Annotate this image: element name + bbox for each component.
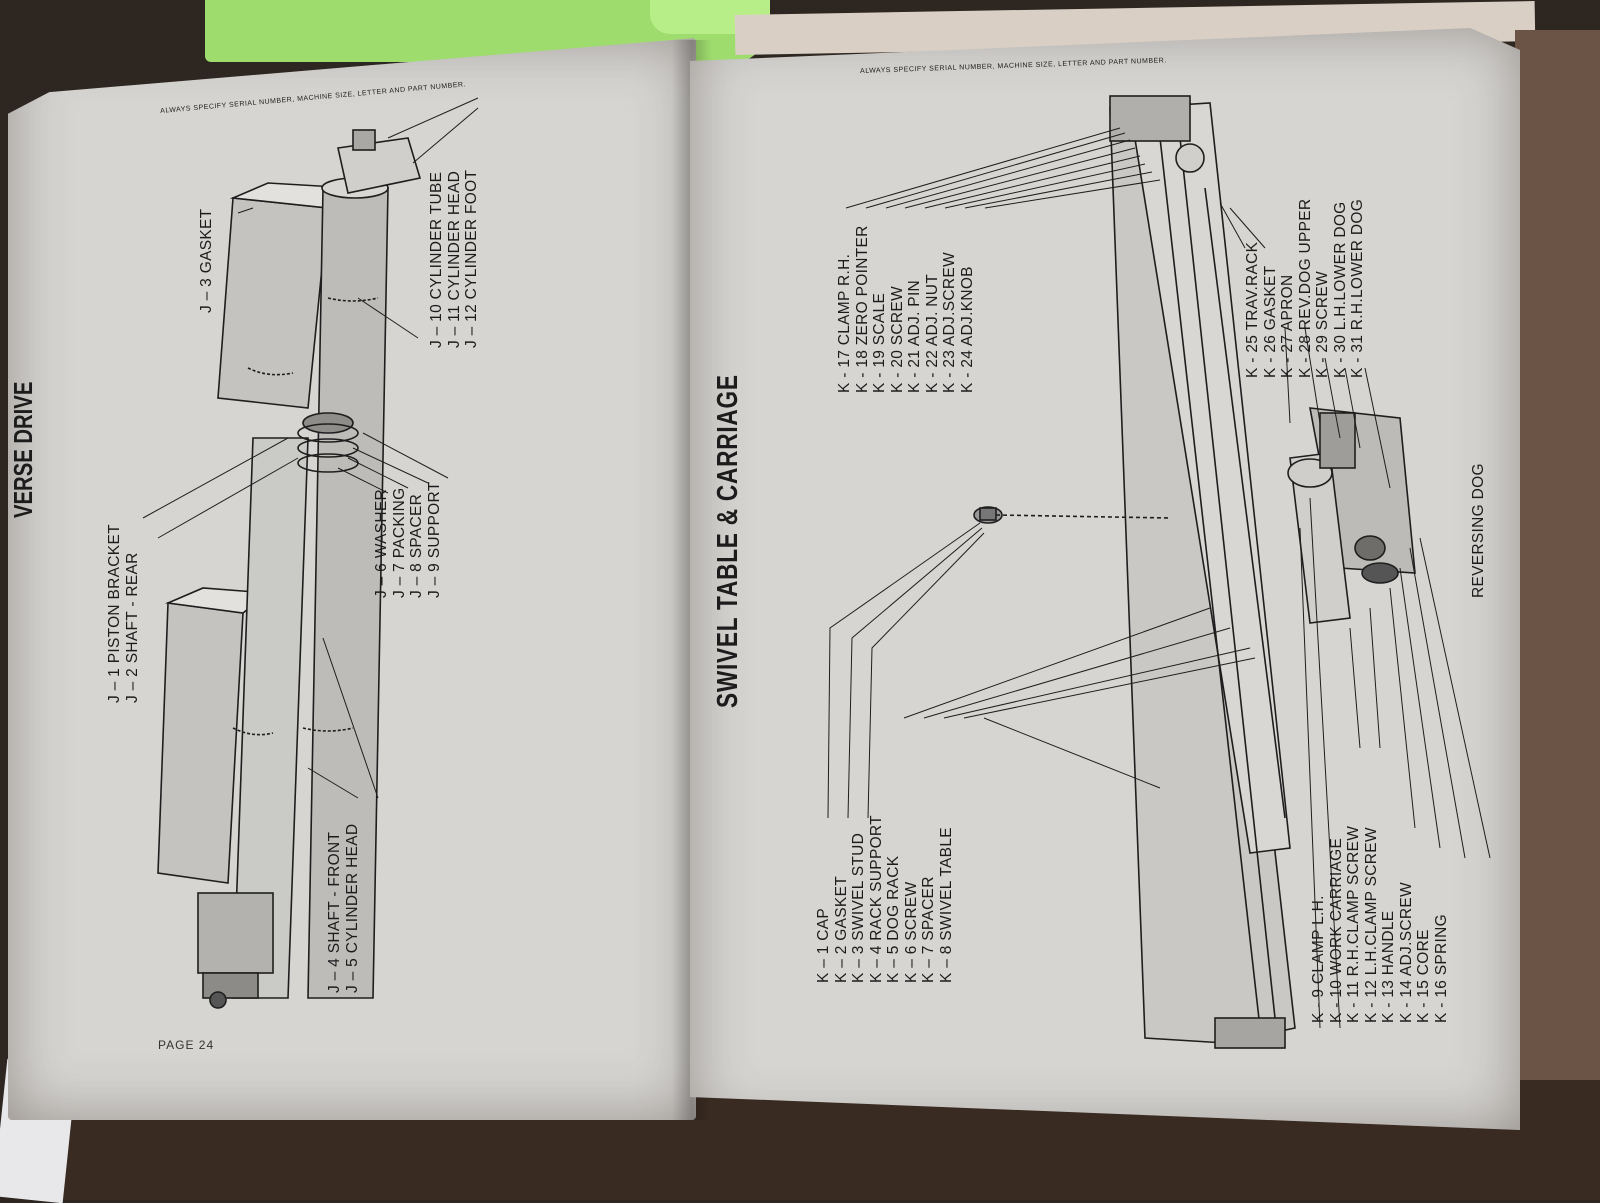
part-k5: K – 5 DOG RACK <box>885 855 902 983</box>
part-k25: K - 25 TRAV.RACK <box>1244 241 1261 378</box>
part-k1: K – 1 CAP <box>815 907 832 983</box>
part-k18: K - 18 ZERO POINTER <box>853 225 871 393</box>
cylinder-head-bottom <box>197 892 274 974</box>
lower-right-parts-list: K - 9 CLAMP L.H. K - 10 WORK CARRIAGE K … <box>1310 826 1450 1023</box>
part-k28: K - 28 REV.DOG UPPER <box>1296 198 1314 378</box>
part-k7: K – 7 SPACER <box>920 876 937 983</box>
lower-left-parts-list: K – 1 CAP K – 2 GASKET K – 3 SWIVEL STUD… <box>815 815 955 983</box>
part-k2: K – 2 GASKET <box>832 876 850 983</box>
part-j6: J – 6 WASHER <box>373 489 390 598</box>
part-j11: J – 11 CYLINDER HEAD <box>445 170 463 348</box>
washer-label-group: J – 6 WASHER J – 7 PACKING J – 8 SPACER … <box>373 482 443 598</box>
part-j2: J – 2 SHAFT - REAR <box>123 552 141 703</box>
part-k30: K - 30 L.H.LOWER DOG <box>1331 201 1349 378</box>
part-k16: K - 16 SPRING <box>1432 914 1450 1023</box>
swivel-table-drawing <box>827 95 1491 1049</box>
page-number-right: PAGE 25 <box>1095 1113 1152 1127</box>
part-k9: K - 9 CLAMP L.H. <box>1310 895 1327 1023</box>
part-k10: K - 10 WORK CARRIAGE <box>1327 837 1345 1023</box>
upper-parts-list: K - 17 CLAMP R.H. K - 18 ZERO POINTER K … <box>836 225 976 393</box>
part-k27: K - 27 APRON <box>1279 274 1296 378</box>
part-k19: K - 19 SCALE <box>871 292 888 393</box>
gasket-label: J – 3 GASKET <box>198 208 215 313</box>
cylinder-label-group: J – 10 CYLINDER TUBE J – 11 CYLINDER HEA… <box>428 170 481 348</box>
part-k3: K – 3 SWIVEL STUD <box>850 832 867 983</box>
cylinder-foot <box>337 137 422 194</box>
part-k4: K – 4 RACK SUPPORT <box>867 815 885 983</box>
part-j1: J – 1 PISTON BRACKET <box>106 524 123 703</box>
traverse-drive-drawing <box>142 97 479 1009</box>
gasket-block-front <box>157 602 244 884</box>
part-j5: J – 5 CYLINDER HEAD <box>343 823 361 993</box>
part-k6: K – 6 SCREW <box>902 881 920 984</box>
part-j10: J – 10 CYLINDER TUBE <box>428 171 445 348</box>
part-k17: K - 17 CLAMP R.H. <box>836 253 853 393</box>
packing-ring <box>297 423 359 443</box>
page-number-left: PAGE 24 <box>158 1038 215 1052</box>
right-page: ALWAYS SPECIFY SERIAL NUMBER, MACHINE SI… <box>690 28 1520 1130</box>
part-k23: K - 23 ADJ.SCREW <box>941 252 958 393</box>
part-k26: K - 26 GASKET <box>1261 265 1279 378</box>
table-end <box>1214 1017 1286 1049</box>
part-k8: K – 8 SWIVEL TABLE <box>937 827 955 983</box>
part-j8: J – 8 SPACER <box>408 493 425 598</box>
part-k29: K - 29 SCREW <box>1314 271 1331 378</box>
part-k21: K - 21 ADJ. PIN <box>906 279 923 393</box>
part-j4: J – 4 SHAFT - FRONT <box>326 831 343 993</box>
part-k11: K - 11 R.H.CLAMP SCREW <box>1345 825 1362 1023</box>
part-k31: K - 31 R.H.LOWER DOG <box>1349 198 1366 378</box>
part-k12: K - 12 L.H.CLAMP SCREW <box>1362 827 1380 1023</box>
gasket-block-rear <box>217 197 329 409</box>
shaft-body <box>232 437 309 999</box>
rack-parts-list: K - 25 TRAV.RACK K - 26 GASKET K - 27 AP… <box>1244 199 1367 378</box>
shaft-label-group: J – 4 SHAFT - FRONT J – 5 CYLINDER HEAD <box>326 824 361 993</box>
part-k22: K - 22 ADJ. NUT <box>923 273 941 393</box>
part-k14: K - 14 ADJ.SCREW <box>1397 882 1415 1023</box>
page-title: SWIVEL TABLE & CARRIAGE <box>712 374 744 708</box>
part-j9: J – 9 SUPPORT <box>425 481 443 598</box>
part-k20: K - 20 SCREW <box>888 286 906 393</box>
part-j7: J – 7 PACKING <box>390 487 408 598</box>
piston-label-group: J – 1 PISTON BRACKET J – 2 SHAFT - REAR <box>106 524 141 703</box>
part-j12: J – 12 CYLINDER FOOT <box>463 169 480 348</box>
reversing-dog-label: REVERSING DOG <box>1470 463 1487 598</box>
part-k13: K - 13 HANDLE <box>1380 910 1397 1023</box>
section-title-fragment: VERSE DRIVE <box>8 381 38 518</box>
wood-surface <box>1515 30 1600 1140</box>
left-page: ALWAYS SPECIFY SERIAL NUMBER, MACHINE SI… <box>8 38 696 1120</box>
part-k15: K - 15 CORE <box>1415 929 1432 1023</box>
part-k24: K - 24 ADJ.KNOB <box>958 266 976 393</box>
